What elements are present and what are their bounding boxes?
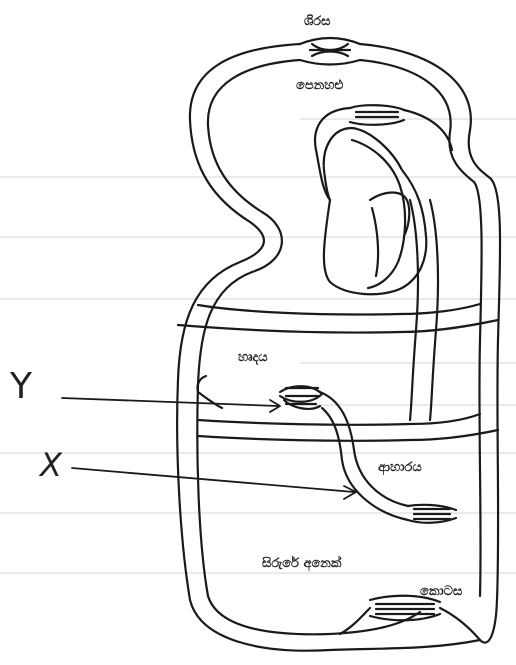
label-intestine: ආහාරය: [378, 460, 422, 475]
arrow-y-line: [62, 398, 278, 406]
inner-vessel-left: [197, 60, 420, 634]
aorta: [410, 200, 418, 420]
lower-mid-vessel: [198, 414, 480, 425]
label-lungs: පෙනහළු: [296, 78, 343, 93]
liver-loop: [315, 108, 452, 200]
arrow-x-line: [72, 468, 354, 492]
label-lower-body-part: කොටස: [420, 584, 462, 599]
marker-y: Y: [10, 366, 32, 407]
label-heart: හෘදය: [238, 350, 268, 365]
label-head: ශිරස: [304, 14, 331, 29]
marker-x: X: [40, 446, 62, 484]
portal-vessel: [320, 392, 408, 506]
intestine-capillary: [280, 386, 322, 409]
label-lower-body: සිරුරේ අනෙක්: [262, 556, 341, 571]
liver-capillary: [350, 105, 404, 125]
